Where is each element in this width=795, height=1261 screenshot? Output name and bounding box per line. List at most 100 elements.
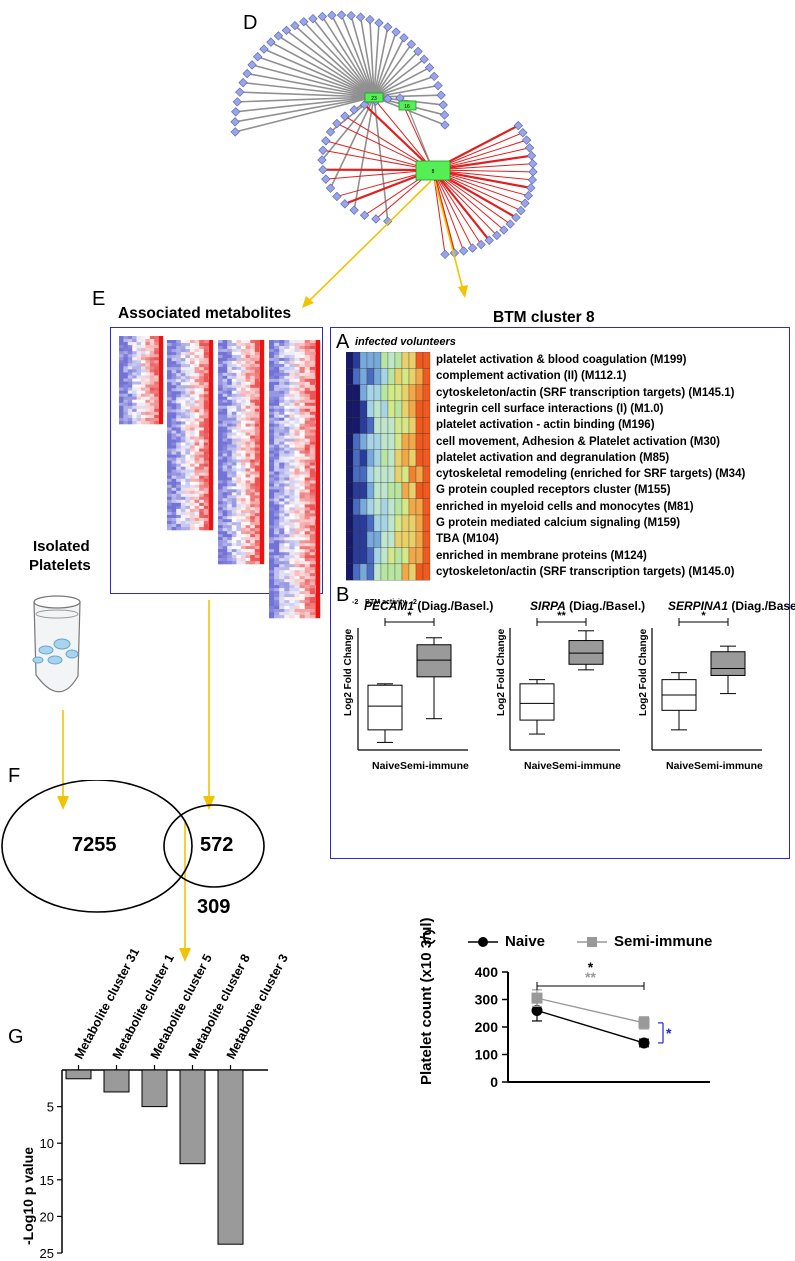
metabolite-heatmap-cell — [294, 372, 300, 377]
btm-heatmap-cell — [359, 352, 368, 369]
network-leaf-node — [349, 205, 359, 215]
metabolite-heatmap-cell — [171, 454, 177, 458]
metabolite-heatmap-cell — [203, 400, 209, 404]
metabolite-heatmap-cell — [119, 405, 124, 410]
metabolite-heatmap-cell — [132, 348, 137, 352]
metabolite-heatmap-cell — [231, 345, 237, 350]
metabolite-heatmap-cell — [190, 439, 195, 443]
metabolite-heatmap-cell — [222, 378, 228, 383]
metabolite-heatmap-cell — [227, 516, 233, 520]
metabolite-heatmap-cell — [185, 469, 191, 473]
metabolite-heatmap-cell — [294, 543, 300, 547]
metabolite-heatmap-cell — [274, 366, 280, 371]
metabolite-heatmap-cell — [218, 549, 223, 553]
metabolite-heatmap-cell — [171, 427, 177, 431]
metabolite-heatmap-cell — [236, 411, 242, 415]
metabolite-heatmap-cell — [231, 411, 237, 415]
metabolite-heatmap-cell — [245, 354, 251, 359]
line-chart-ylabel: Platelet count (x10 3/ul) — [418, 917, 435, 1085]
metabolite-heatmap-cell — [299, 426, 305, 430]
metabolite-heatmap-cell — [284, 612, 290, 616]
metabolite-heatmap-cell — [245, 444, 251, 448]
btm-heatmap-cell — [422, 482, 431, 499]
metabolite-heatmap-cell — [218, 453, 223, 457]
metabolite-heatmap-cell — [245, 387, 251, 392]
metabolite-heatmap-cell — [127, 351, 133, 355]
metabolite-heatmap-cell — [250, 345, 256, 350]
metabolite-heatmap-cell — [304, 594, 311, 598]
metabolite-heatmap-cell — [241, 393, 246, 398]
metabolite-heatmap-cell — [231, 504, 237, 508]
metabolite-heatmap-cell — [279, 573, 285, 577]
metabolite-heatmap-cell — [203, 346, 209, 350]
metabolite-heatmap-cell — [176, 526, 182, 531]
metabolite-heatmap-cell — [141, 375, 146, 379]
metabolite-heatmap-cell — [185, 340, 191, 344]
metabolite-heatmap-cell — [218, 390, 223, 395]
metabolite-heatmap-cell — [171, 433, 177, 437]
metabolite-heatmap-cell — [299, 492, 305, 496]
btm-heatmap-cell — [359, 482, 368, 499]
metabolite-heatmap-cell — [167, 340, 172, 344]
metabolite-heatmap-cell — [231, 546, 237, 550]
metabolite-heatmap-cell — [222, 519, 228, 523]
btm-frame — [330, 327, 790, 859]
metabolite-heatmap-cell — [245, 501, 251, 505]
btm-heatmap-cell — [359, 531, 368, 548]
metabolite-heatmap-cell — [176, 427, 182, 431]
metabolite-heatmap-cell — [254, 375, 260, 380]
metabolite-heatmap-cell — [203, 379, 209, 383]
metabolite-heatmap-cell — [180, 382, 186, 386]
metabolite-heatmap-cell — [176, 367, 182, 371]
metabolite-heatmap-cell — [167, 358, 172, 362]
platelet-line-chart: 0100200300400BaselineDiagnosis**** — [468, 937, 710, 1090]
metabolite-heatmap-cell — [269, 387, 275, 392]
metabolite-heatmap-cell — [231, 495, 237, 499]
metabolite-heatmap-cell — [269, 345, 275, 350]
metabolite-heatmap-cell — [269, 534, 275, 538]
metabolite-heatmap-cell — [289, 555, 295, 559]
metabolite-heatmap-cell — [190, 472, 195, 477]
metabolite-heatmap-cell — [284, 351, 290, 356]
metabolite-heatmap-cell — [154, 342, 159, 346]
metabolite-heatmap-cell — [218, 498, 223, 502]
network-edge — [235, 96, 375, 113]
metabolite-heatmap-cell — [279, 438, 285, 442]
metabolite-heatmap-cell — [274, 453, 280, 457]
btm-heatmap-cell — [408, 400, 417, 418]
metabolite-heatmap-cell — [145, 357, 151, 361]
btm-heatmap-cell — [415, 531, 424, 548]
metabolite-heatmap-cell — [309, 570, 316, 574]
metabolite-heatmap-cell — [190, 352, 195, 356]
panel-letter-g: G — [8, 1026, 24, 1048]
metabolite-heatmap-cell — [176, 439, 182, 443]
metabolite-heatmap-cell — [245, 459, 251, 463]
metabolite-heatmap-cell — [299, 340, 305, 344]
metabolite-heatmap-cell — [289, 360, 295, 365]
metabolite-heatmap-cell — [141, 351, 146, 355]
metabolite-heatmap-cell — [185, 364, 191, 368]
metabolite-heatmap-cell — [309, 573, 316, 577]
metabolite-heatmap-cell — [269, 444, 275, 448]
metabolite-heatmap-cell — [203, 382, 209, 386]
metabolite-heatmap-cell — [145, 399, 151, 404]
network-leaf-node — [440, 120, 450, 130]
metabolite-heatmap-cell — [289, 417, 295, 422]
metabolite-heatmap-cell — [203, 496, 209, 501]
network-leaf-node — [436, 90, 446, 100]
metabolite-heatmap-cell — [241, 426, 246, 430]
metabolite-heatmap-cell — [180, 391, 186, 395]
btm-heatmap-cell — [352, 352, 361, 369]
metabolite-heatmap-cell — [274, 423, 280, 427]
metabolite-heatmap-cell — [294, 348, 300, 353]
metabolite-heatmap-cell — [154, 408, 159, 413]
metabolite-heatmap-cell — [194, 466, 200, 470]
metabolite-heatmap-cell — [190, 526, 195, 531]
metabolite-heatmap-cell — [194, 454, 200, 458]
btm-heatmap-cell — [422, 547, 431, 565]
metabolite-heatmap-cell — [304, 609, 311, 613]
metabolite-heatmap-cell — [269, 603, 275, 607]
metabolite-heatmap-cell — [279, 612, 285, 616]
network-leaf-node — [308, 14, 318, 24]
metabolite-heatmap-cell — [227, 405, 233, 409]
